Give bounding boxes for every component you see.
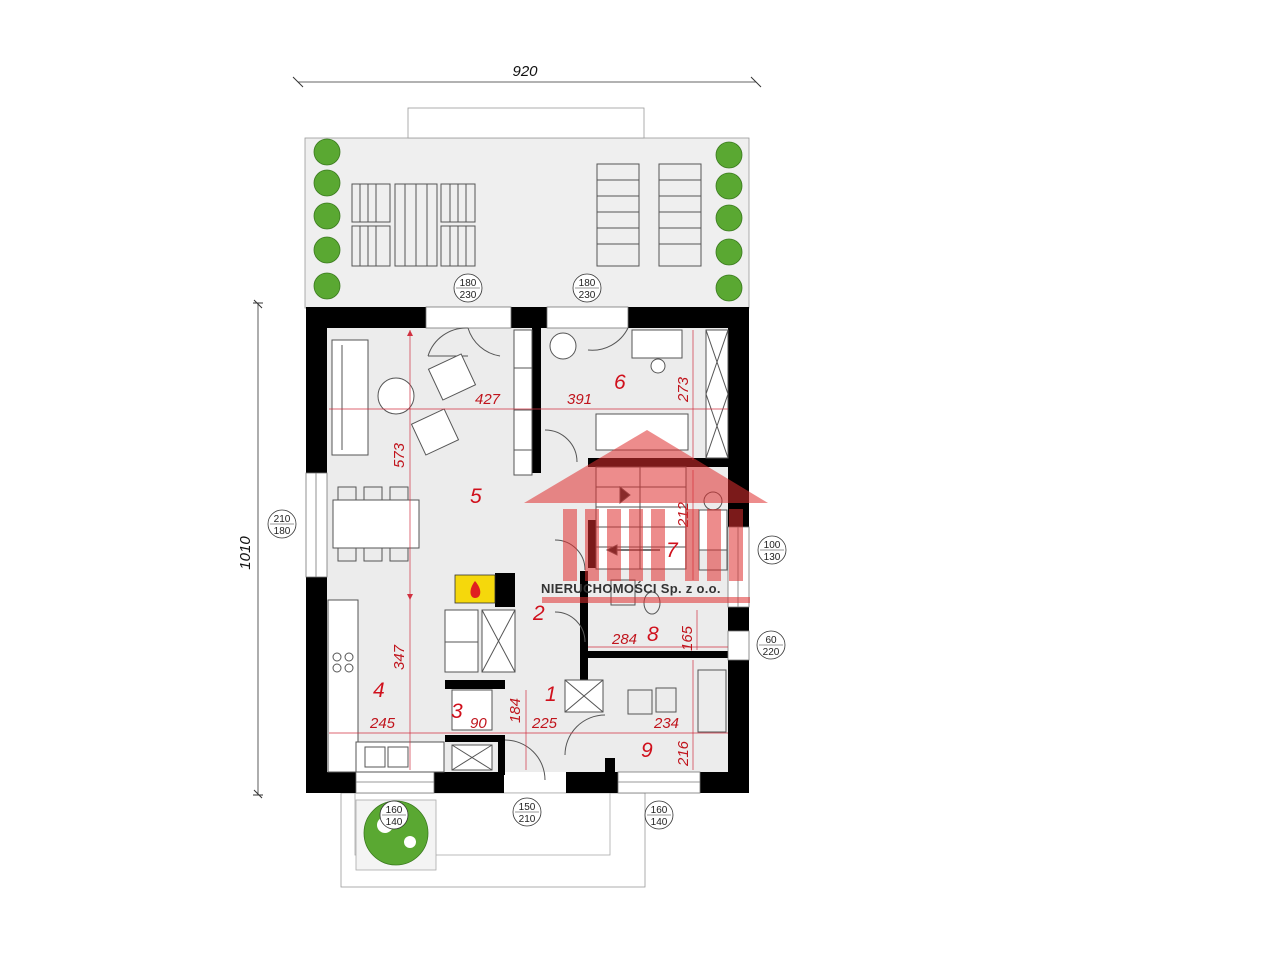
svg-text:230: 230 [460,290,477,301]
sun-loungers [596,163,702,267]
room-6-furniture [549,329,729,459]
opening-tag-terrace-left: 180 230 [453,273,483,303]
doors [427,327,629,781]
dim-347: 347 [391,644,408,670]
dimension-labels: 427 391 273 573 212 284 165 347 245 90 1… [369,376,696,767]
planter-plants-right [715,141,743,302]
opening-tags: 180 230 180 230 210 180 100 130 60 220 [267,273,787,830]
svg-text:160: 160 [651,805,668,816]
room-numbers: 1 2 3 4 5 6 7 8 9 [373,371,679,762]
dim-245: 245 [369,715,396,732]
room-number-9: 9 [641,739,653,762]
svg-text:130: 130 [764,552,781,563]
dim-225: 225 [531,715,558,732]
dim-216: 216 [675,740,692,767]
interior-dimension-lines [329,330,728,770]
svg-text:230: 230 [579,290,596,301]
opening-tag-terrace-right: 180 230 [572,273,602,303]
windows [305,306,750,794]
room-number-2: 2 [532,602,545,625]
overall-height-dimension: 1010 [237,299,263,799]
fireplace [454,574,496,604]
living-room-furniture [331,329,533,476]
room-number-7: 7 [666,539,679,562]
svg-text:140: 140 [651,817,668,828]
opening-tag-room9-window: 160 140 [644,800,674,830]
overall-width-label: 920 [512,63,538,80]
svg-text:160: 160 [386,805,403,816]
overall-height-label: 1010 [237,536,254,570]
dim-234: 234 [653,715,679,732]
opening-tag-dining-window: 210 180 [267,509,297,539]
svg-text:60: 60 [765,635,777,646]
room-number-8: 8 [647,623,659,646]
svg-text:210: 210 [519,814,536,825]
planter-plants-left [313,138,341,300]
dining-table [332,486,420,562]
room-number-5: 5 [470,485,482,508]
dim-165: 165 [679,625,696,651]
overall-width-dimension: 920 [292,63,762,88]
dim-184: 184 [507,698,524,723]
dim-284: 284 [611,631,637,648]
opening-tag-kitchen-window: 160 140 [379,800,409,830]
dim-90: 90 [470,715,487,732]
dim-273: 273 [675,376,692,403]
kitchen-appliances [444,609,516,771]
watermark-text: NIERUCHOMOŚCI Sp. z o.o. [541,581,721,596]
svg-text:180: 180 [460,278,477,289]
room-number-4: 4 [373,679,385,702]
opening-tag-stair-window: 100 130 [757,535,787,565]
dim-427: 427 [475,391,501,408]
svg-text:210: 210 [274,514,291,525]
opening-tag-entrance-door: 150 210 [512,797,542,827]
svg-text:220: 220 [763,647,780,658]
kitchen-counter [327,599,445,773]
svg-text:140: 140 [386,817,403,828]
watermark-logo [524,430,768,603]
terrace [304,107,750,309]
room-number-6: 6 [614,371,626,394]
room-number-3: 3 [451,700,463,723]
svg-text:100: 100 [764,540,781,551]
svg-text:150: 150 [519,802,536,813]
room-number-1: 1 [545,683,557,706]
garden-table-set [351,183,476,267]
opening-tag-bath-window: 60 220 [756,630,786,660]
dim-391: 391 [567,391,592,408]
walls [306,307,749,793]
svg-text:180: 180 [274,526,291,537]
svg-text:180: 180 [579,278,596,289]
dim-573: 573 [391,442,408,468]
